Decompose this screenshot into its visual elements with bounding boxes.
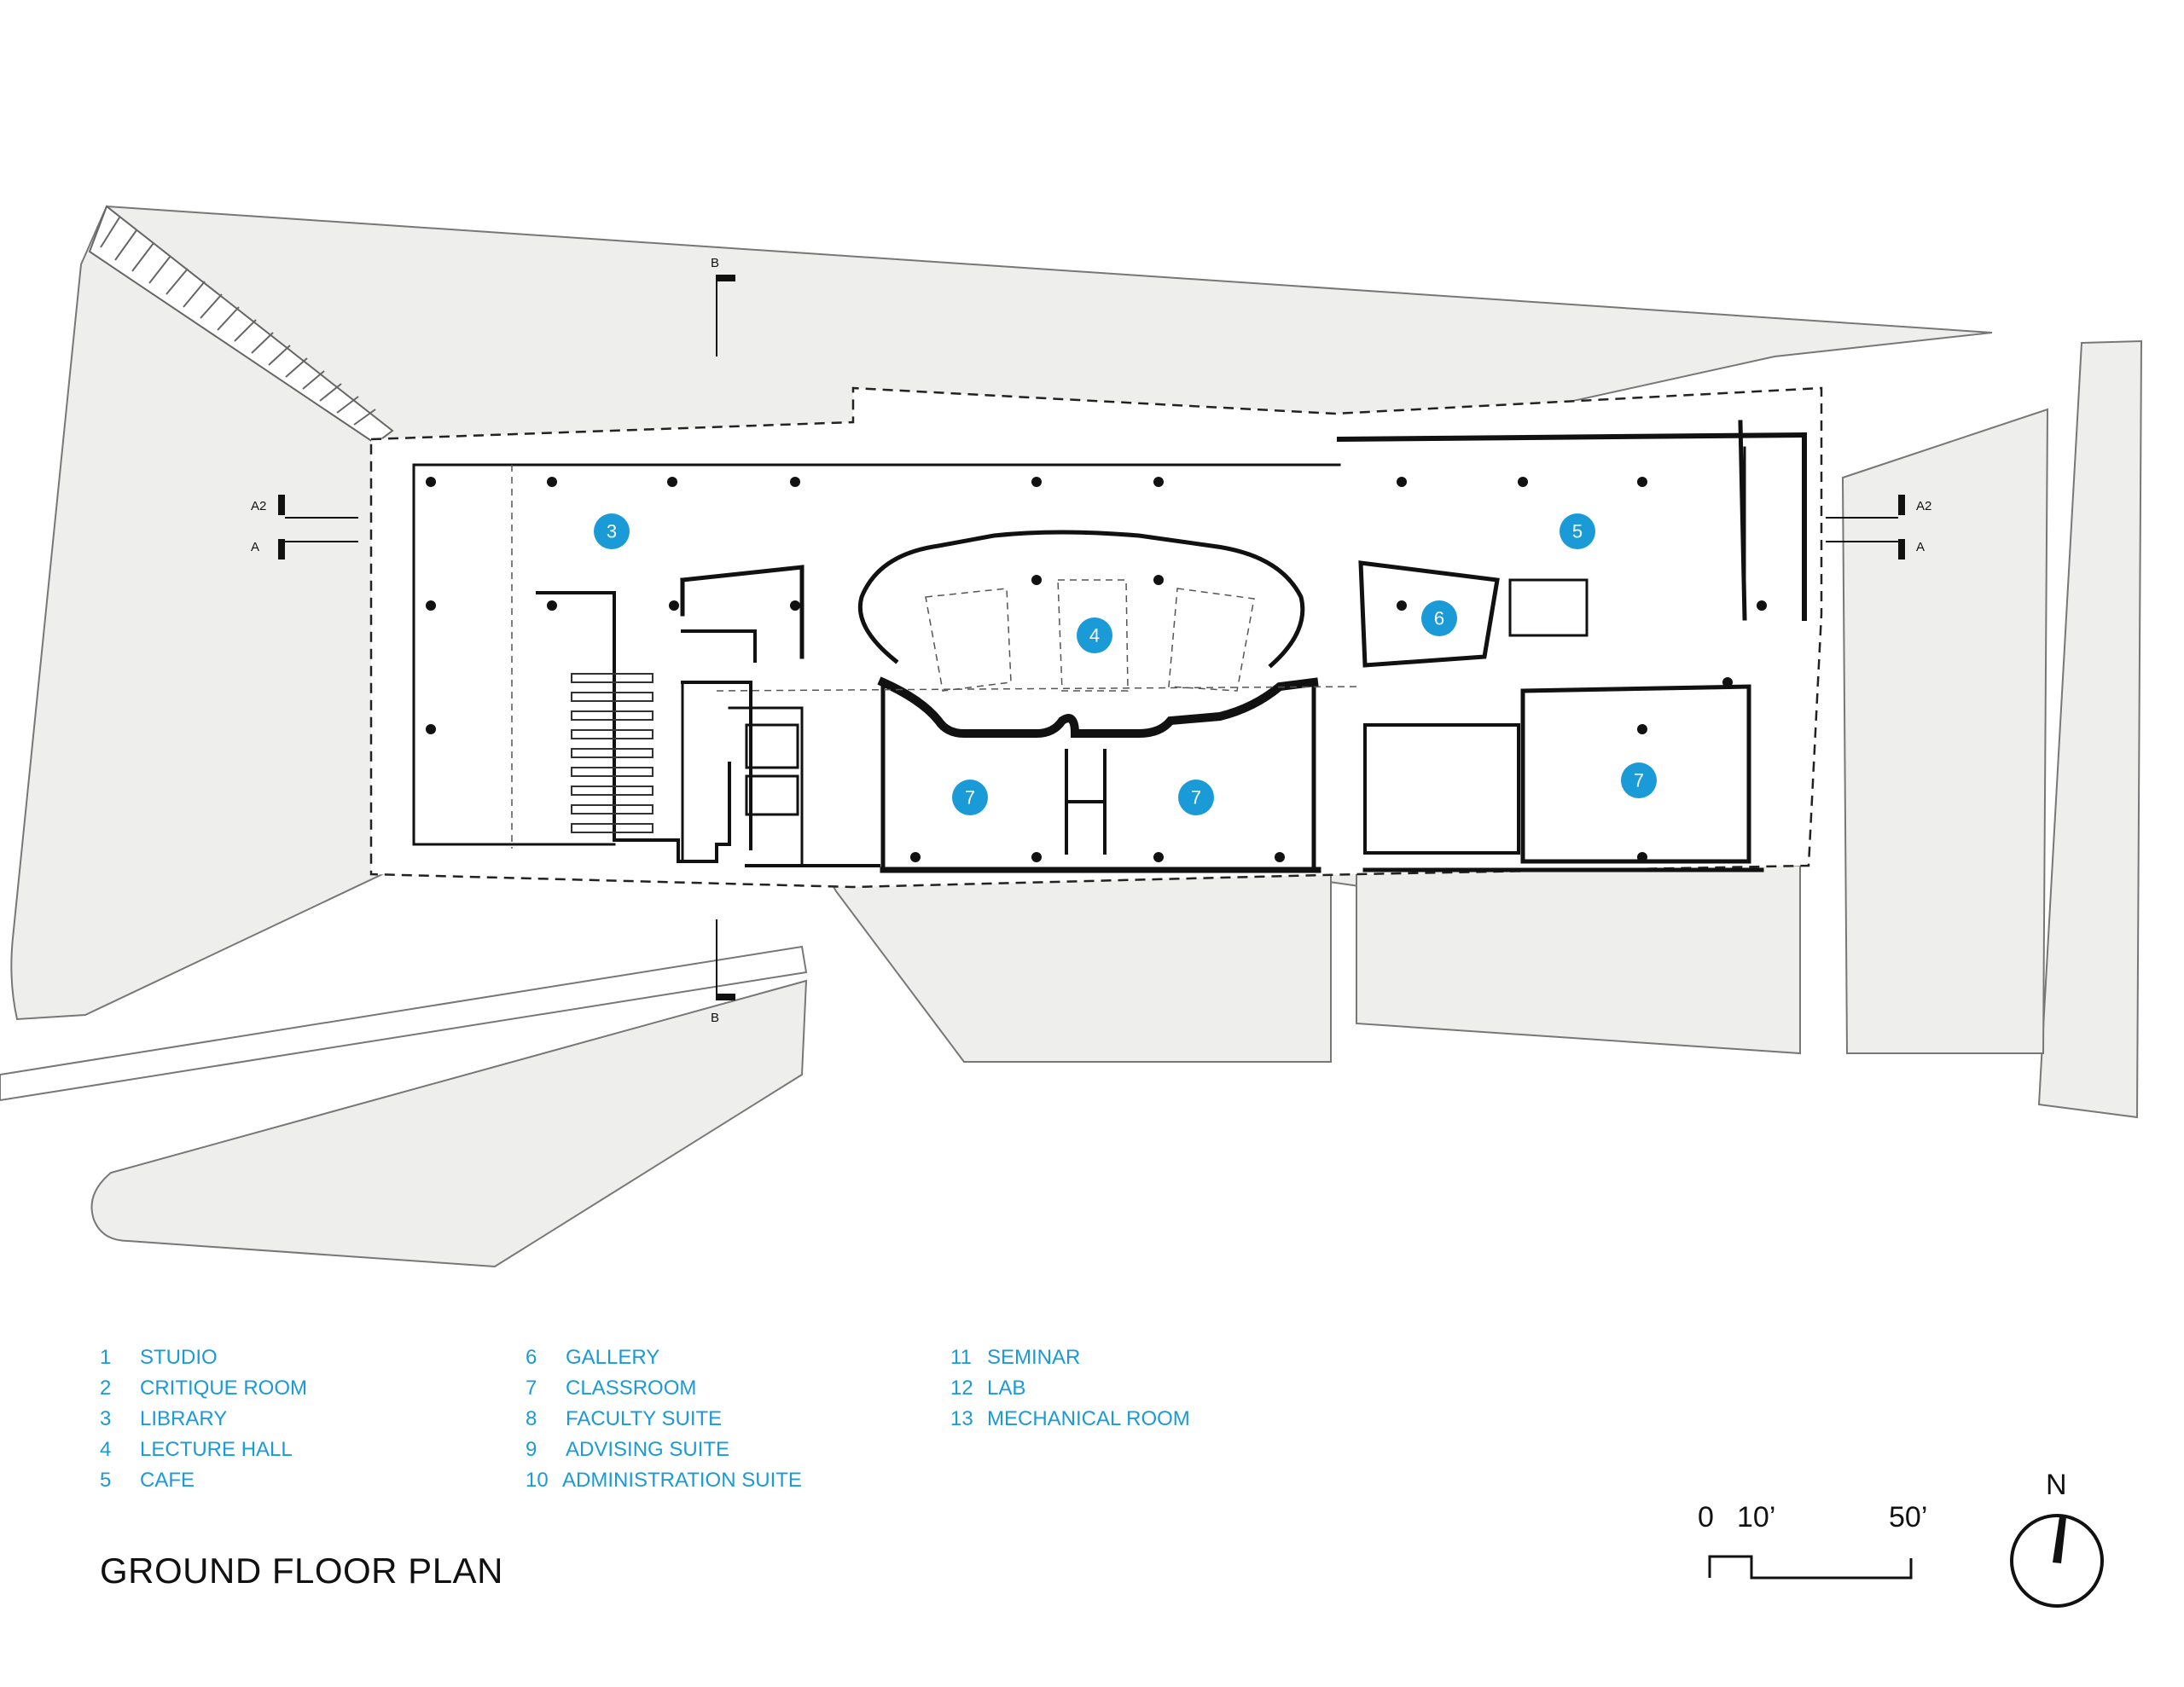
scale-label-zero: 0 [1698, 1501, 1714, 1533]
section-markers: B B A2 A A2 A [251, 256, 1931, 1025]
scale-label-ten: 10’ [1737, 1501, 1776, 1533]
scale-label-fifty: 50’ [1889, 1501, 1928, 1533]
section-b-top: B [711, 256, 719, 270]
exterior-stair [88, 205, 394, 445]
room-marker-classroom-left [952, 780, 988, 815]
room-marker-lecture-hall-label: 4 [1089, 625, 1100, 646]
room-marker-cafe-label: 5 [1572, 521, 1583, 542]
section-a2-left: A2 [251, 499, 266, 513]
plan-title: GROUND FLOOR PLAN [100, 1551, 503, 1591]
room-marker-gallery [1421, 600, 1457, 636]
room-marker-gallery-label: 6 [1434, 608, 1444, 629]
dashed-lines [511, 465, 1362, 849]
room-marker-classroom-right [1621, 762, 1657, 798]
room-marker-library [594, 513, 630, 549]
room-marker-classroom-mid-label: 7 [1191, 787, 1201, 809]
structural-columns [426, 477, 1767, 862]
north-label: N [2046, 1469, 2067, 1501]
room-marker-library-label: 3 [607, 521, 617, 542]
room-marker-cafe [1560, 513, 1595, 549]
room-marker-classroom-right-label: 7 [1634, 770, 1644, 791]
room-marker-lecture-hall [1077, 617, 1112, 653]
section-a2-right: A2 [1916, 499, 1931, 513]
section-a-right: A [1916, 540, 1925, 554]
north-arrow-icon [2010, 1514, 2104, 1608]
bookshelves [571, 673, 653, 833]
room-markers: 3 4 5 6 7 7 7 [594, 513, 1657, 815]
room-marker-classroom-mid [1178, 780, 1214, 815]
section-b-bottom: B [711, 1011, 719, 1025]
room-marker-classroom-left-label: 7 [965, 787, 975, 809]
scale-bar [1708, 1555, 1913, 1580]
walls [412, 420, 1808, 873]
section-a-left: A [251, 540, 259, 554]
